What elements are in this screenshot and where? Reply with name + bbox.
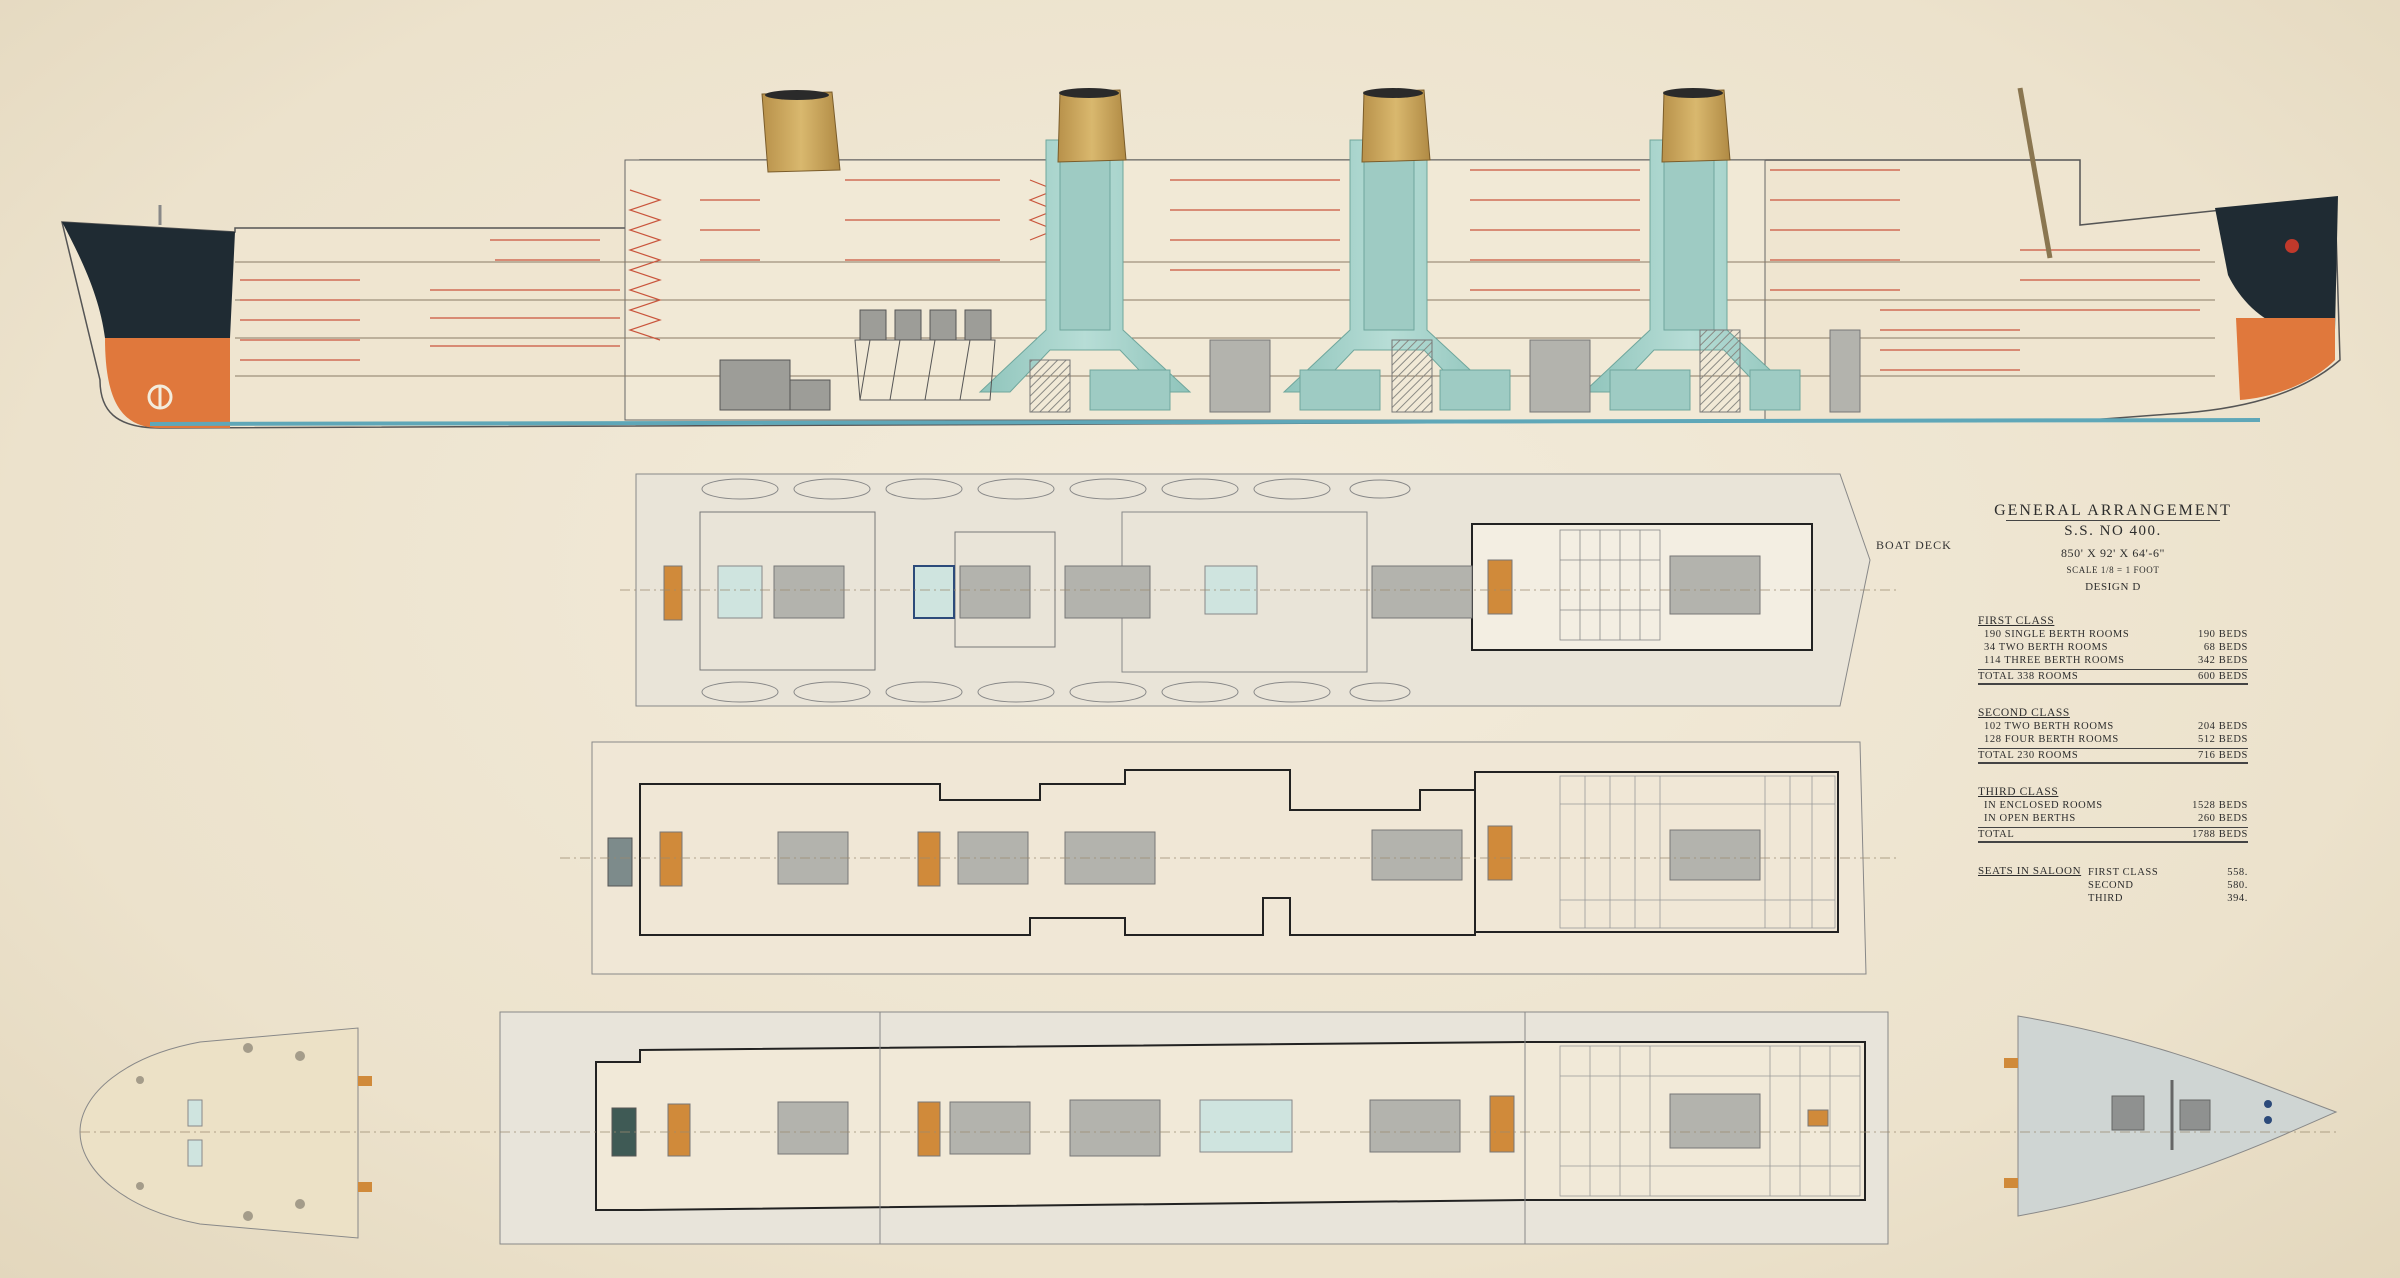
boiler-rooms	[1029, 329, 1861, 413]
third-class-total: Total1788 Beds	[1978, 827, 2248, 843]
stateroom-lines-aft	[240, 179, 1000, 361]
second-class-total: Total 230 Rooms716 Beds	[1978, 748, 2248, 764]
first-class-row: 190 Single Berth Rooms190 Beds	[1984, 629, 2248, 640]
stern-red-paint	[105, 338, 230, 428]
poop-deck-plan	[79, 1027, 372, 1239]
first-class-row: 114 Three Berth Rooms342 Beds	[1984, 655, 2248, 666]
bridge-deck-plan	[499, 1011, 1889, 1245]
first-class-total: Total 338 Rooms600 Beds	[1978, 669, 2248, 685]
funnel-4-dummy	[761, 90, 841, 173]
saloon-seats-row: First Class558.	[2088, 867, 2248, 878]
second-class-heading: Second Class	[1978, 707, 2070, 719]
saloon-seats: Seats in Saloon First Class558. Second58…	[1978, 865, 2248, 904]
lifeboats	[701, 478, 1411, 703]
general-arrangement-legend: General Arrangement S.S. No 400. 850' x …	[1978, 502, 2248, 904]
profile-elevation	[61, 87, 2341, 429]
boat-deck-label: Boat Deck	[1876, 538, 1952, 552]
legend-design: Design D	[2085, 581, 2141, 593]
saloon-seats-row: Third394.	[2088, 893, 2248, 904]
stateroom-lines-mid	[1170, 169, 2200, 371]
funnel-2	[1282, 88, 1496, 393]
bow-red-paint	[2236, 318, 2335, 400]
legend-ship-number: S.S. No 400.	[2064, 523, 2162, 539]
third-class-heading: Third Class	[1978, 786, 2059, 798]
saloon-seats-row: Second580.	[2088, 880, 2248, 891]
second-class-row: 128 Four Berth Rooms512 Beds	[1984, 734, 2248, 745]
aft-staircase	[628, 189, 662, 341]
first-class-row: 34 Two Berth Rooms68 Beds	[1984, 642, 2248, 653]
bow-black-paint	[2215, 196, 2338, 330]
second-class-row: 102 Two Berth Rooms204 Beds	[1984, 721, 2248, 732]
legend-dimensions: 850' x 92' x 64'-6"	[2060, 546, 2166, 560]
third-class-row: In Open Berths260 Beds	[1984, 813, 2248, 824]
fore-mast	[2017, 87, 2053, 259]
anchor-hawse-icon	[2285, 239, 2299, 253]
third-class-row: In Enclosed Rooms1528 Beds	[1984, 800, 2248, 811]
forecastle-deck-plan	[2004, 1015, 2338, 1217]
funnel-3	[1582, 88, 1796, 393]
legend-title: General Arrangement	[1994, 502, 2232, 519]
first-class-heading: First Class	[1978, 615, 2055, 627]
centre-lines	[80, 589, 2340, 1133]
stern-black-paint	[62, 222, 235, 338]
funnel-1	[978, 88, 1192, 393]
saloon-seats-heading: Seats in Saloon	[1978, 865, 2082, 877]
boat-deck-plan	[635, 473, 1871, 707]
keel-line	[149, 418, 2261, 426]
reciprocating-engines	[719, 309, 996, 411]
legend-scale: Scale 1/8 = 1 foot	[2066, 565, 2160, 575]
